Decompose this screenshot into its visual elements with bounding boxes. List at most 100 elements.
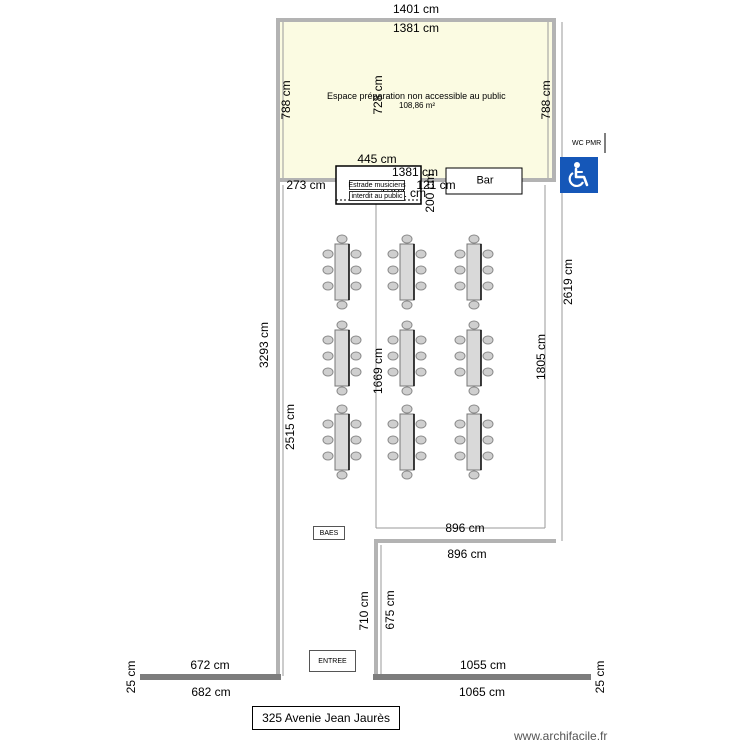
chair (415, 335, 427, 345)
chair (336, 404, 348, 414)
chair (322, 249, 334, 259)
chair (415, 367, 427, 377)
chair (482, 335, 494, 345)
chair (401, 300, 413, 310)
chair (336, 300, 348, 310)
chair (401, 404, 413, 414)
chair (454, 281, 466, 291)
chair (454, 367, 466, 377)
storage-room-area: 108,86 m² (399, 101, 436, 110)
chair (336, 470, 348, 480)
chair (454, 435, 466, 445)
dim-center-1669: 1669 cm (371, 347, 385, 395)
dim-left-outer: 3293 cm (257, 321, 271, 369)
dim-top-inner: 1381 cm (392, 21, 440, 35)
chair (454, 419, 466, 429)
chair (387, 367, 399, 377)
table-set (322, 404, 362, 480)
chair (350, 451, 362, 461)
dim-bottom-right-top: 1055 cm (459, 658, 507, 672)
chair (454, 249, 466, 259)
table-set (387, 320, 427, 396)
chair (482, 435, 494, 445)
dim-notch-bottom: 896 cm (447, 547, 487, 561)
brand-watermark: www.archifacile.fr (514, 729, 608, 743)
chair (454, 265, 466, 275)
chair (415, 249, 427, 259)
dim-storage-right: 788 cm (539, 80, 553, 120)
dim-storage-left: 788 cm (279, 80, 293, 120)
table-set (454, 320, 494, 396)
chair (387, 419, 399, 429)
table-grid (322, 234, 494, 480)
chair (401, 470, 413, 480)
chair (468, 386, 480, 396)
chair (322, 265, 334, 275)
chair (454, 351, 466, 361)
dim-stage-width: 445 cm (357, 152, 397, 166)
address-label: 325 Avenie Jean Jaurès (252, 706, 400, 730)
chair (322, 451, 334, 461)
baes-label: BAES (313, 526, 345, 540)
table-set (322, 320, 362, 396)
chair (468, 300, 480, 310)
chair (322, 351, 334, 361)
dim-storage-mid: 728 cm (371, 75, 385, 115)
chair (350, 367, 362, 377)
chair (322, 435, 334, 445)
dim-bottom-left-top: 672 cm (190, 658, 230, 672)
chair (387, 335, 399, 345)
chair (415, 419, 427, 429)
storage-room-name: Espace préparation non accessible au pub… (327, 91, 506, 101)
chair (468, 234, 480, 244)
table (466, 329, 482, 387)
dim-notch-top: 896 cm (445, 521, 485, 535)
dim-bottom-right-bottom: 1065 cm (458, 685, 506, 699)
chair (401, 234, 413, 244)
stage-label: Estrade musiciens (348, 180, 406, 190)
table-set (322, 234, 362, 310)
chair (401, 320, 413, 330)
chair (336, 386, 348, 396)
dim-right-inner: 1805 cm (534, 333, 548, 381)
dim-wall-left: 25 cm (124, 660, 138, 694)
chair (350, 335, 362, 345)
table-set (387, 234, 427, 310)
chair (322, 419, 334, 429)
dim-left-inner: 2515 cm (283, 403, 297, 451)
chair (468, 320, 480, 330)
dim-left-273: 273 cm (286, 178, 326, 192)
chair (482, 265, 494, 275)
table-set (454, 234, 494, 310)
bar-label: Bar (476, 174, 494, 187)
chair (482, 367, 494, 377)
chair (350, 265, 362, 275)
table (466, 413, 482, 471)
table-set (454, 404, 494, 480)
bar-counter (445, 167, 523, 195)
chair (468, 470, 480, 480)
chair (387, 451, 399, 461)
chair (468, 404, 480, 414)
chair (415, 351, 427, 361)
table-set (387, 404, 427, 480)
dim-wall-right: 25 cm (593, 660, 607, 694)
stage-forbidden-label: interdit au public (349, 191, 405, 201)
wc-label: WC PMR (572, 140, 602, 147)
chair (415, 451, 427, 461)
dim-corridor-left: 710 cm (357, 591, 371, 631)
table (334, 413, 350, 471)
chair (415, 435, 427, 445)
chair (387, 249, 399, 259)
chair (322, 367, 334, 377)
chair (482, 451, 494, 461)
dim-top-total: 1401 cm (392, 2, 440, 16)
table (399, 329, 415, 387)
chair (350, 435, 362, 445)
table (334, 329, 350, 387)
chair (350, 351, 362, 361)
chair (350, 249, 362, 259)
interior-lines (282, 22, 563, 676)
chair (454, 335, 466, 345)
